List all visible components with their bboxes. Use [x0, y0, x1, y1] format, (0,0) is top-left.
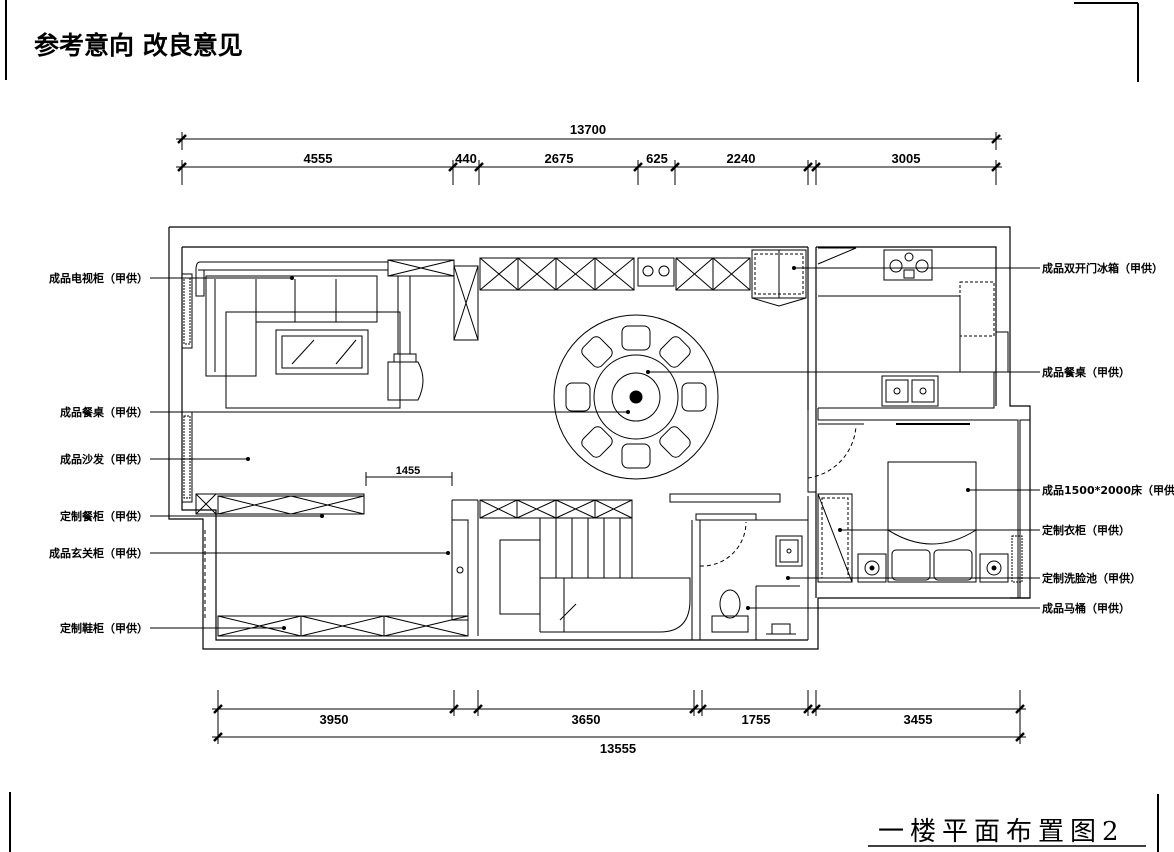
label-wardrobe: 定制衣柜（甲供）: [1042, 523, 1130, 537]
label-entry-cabinet: 成品玄关柜（甲供）: [49, 546, 148, 560]
dim-bottom-3: 1755: [742, 712, 771, 727]
storage-cabinets-top: [387, 257, 751, 341]
interior-walls: [669, 408, 1019, 640]
nightstands: [857, 553, 1009, 583]
entry-cabinet: [451, 499, 479, 636]
fridge: [751, 249, 807, 307]
entrance-dashes: [204, 516, 217, 620]
bedroom-window: [1011, 419, 1031, 599]
dim-bottom-4: 3455: [904, 712, 933, 727]
label-shoe-cabinet: 定制鞋柜（甲供）: [60, 621, 148, 635]
dining-chairs: [565, 325, 707, 469]
dim-top-3: 2675: [545, 151, 574, 166]
leader-lines: [150, 266, 1040, 630]
inner-dimension: [365, 472, 453, 486]
sideboard: [195, 493, 365, 515]
sofa: [205, 275, 401, 409]
staircase: [479, 499, 691, 633]
label-sofa: 成品沙发（甲供）: [60, 452, 148, 466]
exterior-walls: [168, 226, 1031, 650]
shoe-cabinet: [217, 615, 469, 637]
page-title: 参考意向 改良意见: [34, 31, 243, 60]
dim-inner: 1455: [396, 465, 420, 477]
label-toilet: 成品马桶（甲供）: [1042, 601, 1130, 615]
label-dining-table-right: 成品餐桌（甲供）: [1042, 365, 1130, 379]
drawing-title: 一楼平面布置图2: [878, 817, 1125, 847]
label-washbasin: 定制洗脸池（甲供）: [1042, 571, 1141, 585]
top-dimensions: [176, 132, 1002, 185]
dim-bottom-2: 3650: [572, 712, 601, 727]
dim-top-4: 625: [646, 151, 668, 166]
dim-top-1: 4555: [304, 151, 333, 166]
coffee-table: [275, 329, 369, 375]
round-dining-table: [553, 314, 719, 480]
wardrobe: [817, 493, 853, 583]
washbasin: [775, 535, 803, 567]
armchair: [387, 353, 424, 401]
dim-top-2: 440: [455, 151, 477, 166]
label-sideboard: 定制餐柜（甲供）: [60, 509, 148, 523]
label-bed: 成品1500*2000床（甲供: [1042, 483, 1174, 497]
toilet: [711, 585, 800, 640]
sheet-frame: [5, 0, 1159, 852]
label-fridge: 成品双开门冰箱（甲供）: [1042, 261, 1163, 275]
dim-top-6: 3005: [892, 151, 921, 166]
dim-bottom-total: 13555: [600, 741, 636, 756]
dim-top-total: 13700: [570, 122, 606, 137]
left-window: [181, 273, 193, 503]
bottom-dimensions: [212, 690, 1026, 744]
label-tv-cabinet: 成品电视柜（甲供）: [49, 271, 148, 285]
dim-top-5: 2240: [727, 151, 756, 166]
dim-bottom-1: 3950: [320, 712, 349, 727]
label-dining-table-left: 成品餐桌（甲供）: [60, 405, 148, 419]
kitchen: [817, 247, 1009, 409]
bed: [887, 461, 977, 583]
